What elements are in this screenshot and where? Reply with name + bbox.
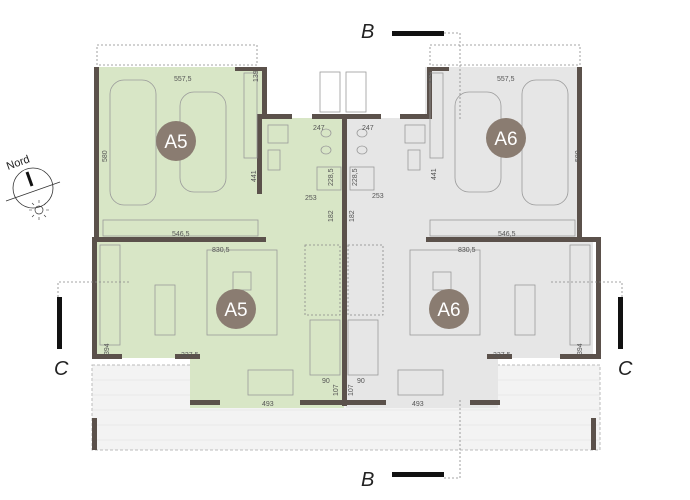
svg-text:A6: A6 — [494, 129, 517, 150]
svg-text:337,5: 337,5 — [493, 352, 511, 359]
garage-shelves-a6 — [429, 72, 576, 237]
svg-text:493: 493 — [412, 401, 424, 408]
unit-badge-a6-garage: A6 — [486, 118, 526, 158]
section-mark-b-top: B — [361, 21, 461, 120]
svg-text:C: C — [618, 358, 633, 380]
section-mark-c-left: C — [54, 281, 130, 380]
north-compass: Nord — [5, 153, 61, 220]
svg-text:546,5: 546,5 — [498, 231, 516, 238]
svg-text:182: 182 — [349, 210, 356, 222]
svg-text:557,5: 557,5 — [497, 76, 515, 83]
svg-text:253: 253 — [305, 195, 317, 202]
svg-text:557,5: 557,5 — [174, 76, 192, 83]
svg-text:441: 441 — [431, 168, 438, 180]
svg-text:493: 493 — [262, 401, 274, 408]
dimensions-a5: 557,5 139 441 546,5 247 228,5 253 182 83… — [104, 70, 340, 408]
svg-text:580: 580 — [575, 150, 582, 162]
svg-text:830,5: 830,5 — [212, 247, 230, 254]
svg-text:394: 394 — [577, 343, 584, 355]
svg-text:139: 139 — [427, 72, 434, 84]
stairs — [304, 244, 384, 376]
unit-badge-a5-garage: A5 — [156, 121, 196, 161]
svg-text:247: 247 — [362, 125, 374, 132]
bathroom-fixtures — [267, 71, 426, 191]
walls — [92, 67, 601, 450]
unit-a6 — [346, 67, 593, 408]
svg-text:228,5: 228,5 — [328, 168, 335, 186]
section-mark-c-right: C — [550, 281, 633, 380]
svg-text:247: 247 — [313, 125, 325, 132]
unit-badge-a5-living: A5 — [216, 289, 256, 329]
sun-icon — [29, 200, 49, 220]
dimensions-a6: 557,5 139 441 580 546,5 247 228,5 253 18… — [102, 72, 584, 408]
svg-text:441: 441 — [251, 170, 258, 182]
svg-text:228,5: 228,5 — [352, 168, 359, 186]
svg-text:394: 394 — [104, 343, 111, 355]
svg-text:90: 90 — [357, 378, 365, 385]
svg-text:830,5: 830,5 — [458, 247, 476, 254]
svg-text:Nord: Nord — [5, 153, 32, 172]
svg-text:546,5: 546,5 — [172, 231, 190, 238]
unit-badge-a6-living: A6 — [429, 289, 469, 329]
svg-text:182: 182 — [328, 210, 335, 222]
svg-text:B: B — [361, 469, 374, 491]
section-mark-b-bottom: B — [361, 400, 461, 491]
svg-text:C: C — [54, 358, 69, 380]
svg-text:337,5: 337,5 — [181, 352, 199, 359]
svg-text:B: B — [361, 21, 374, 43]
furniture — [96, 44, 591, 396]
svg-text:90: 90 — [322, 378, 330, 385]
garage-shelves-a5 — [102, 72, 259, 237]
svg-text:580: 580 — [102, 150, 109, 162]
svg-text:253: 253 — [372, 193, 384, 200]
svg-text:139: 139 — [253, 70, 260, 82]
svg-text:A5: A5 — [224, 300, 247, 321]
svg-text:A6: A6 — [437, 300, 460, 321]
svg-text:A5: A5 — [164, 132, 187, 153]
svg-text:107: 107 — [348, 384, 355, 396]
svg-text:107: 107 — [333, 384, 340, 396]
